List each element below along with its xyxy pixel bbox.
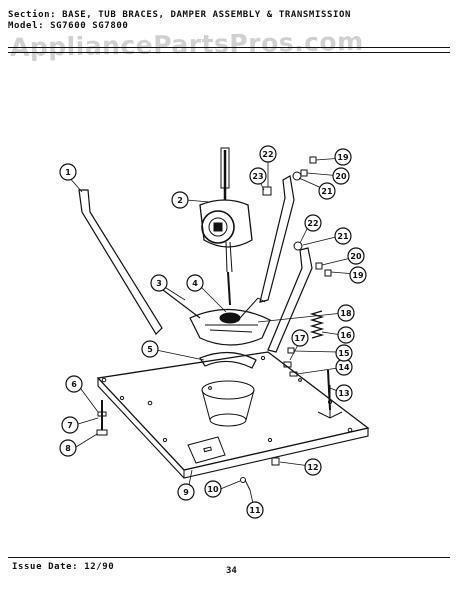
callout-17: 17 [291,329,309,347]
callout-8: 8 [59,439,77,457]
callout-9: 9 [177,483,195,501]
callout-10: 10 [204,480,222,498]
callout-23: 23 [249,167,267,185]
svg-text:22: 22 [262,150,273,159]
callout-22: 22 [259,145,277,163]
callout-21-lower: 21 [334,227,352,245]
callout-21: 21 [318,182,336,200]
callout-18: 18 [337,304,355,322]
callout-19: 19 [334,148,352,166]
callout-19-lower: 19 [349,266,367,284]
svg-text:23: 23 [252,172,263,181]
svg-text:8: 8 [65,444,71,453]
callout-7: 7 [61,416,79,434]
svg-text:16: 16 [340,331,352,340]
callout-20: 20 [332,167,350,185]
svg-text:20: 20 [350,252,362,261]
callout-13: 13 [335,384,353,402]
callout-4: 4 [186,274,204,292]
callout-14: 14 [335,358,353,376]
issue-date: Issue Date: 12/90 [12,562,115,572]
svg-text:22: 22 [307,219,318,228]
svg-text:13: 13 [338,389,349,398]
callout-16: 16 [337,326,355,344]
callout-3: 3 [150,274,168,292]
svg-text:3: 3 [156,279,162,288]
svg-text:7: 7 [67,421,73,430]
svg-text:21: 21 [321,187,333,196]
svg-text:6: 6 [71,380,77,389]
model-line: Model: SG7600 SG7800 [8,21,129,31]
header-rule [8,47,450,48]
header-rule-thin [8,52,450,53]
svg-text:4: 4 [192,279,198,288]
svg-text:12: 12 [307,463,318,472]
section-header: Section: BASE, TUB BRACES, DAMPER ASSEMB… [8,10,453,32]
callout-22-lower: 22 [304,214,322,232]
callout-1: 1 [59,163,77,181]
svg-text:15: 15 [338,349,350,358]
callout-12: 12 [304,458,322,476]
svg-text:19: 19 [337,153,349,162]
svg-text:21: 21 [337,232,349,241]
svg-text:19: 19 [352,271,364,280]
svg-text:5: 5 [147,345,153,354]
callout-15: 15 [335,344,353,362]
callout-5: 5 [141,340,159,358]
svg-text:14: 14 [338,363,350,372]
page-number: 34 [226,566,237,576]
svg-text:1: 1 [65,168,71,177]
callout-2: 2 [171,191,189,209]
footer-rule [8,557,450,558]
svg-text:2: 2 [177,196,183,205]
svg-text:20: 20 [335,172,347,181]
svg-text:10: 10 [207,485,219,494]
callout-11: 11 [246,501,264,519]
callout-6: 6 [65,375,83,393]
section-title: Section: BASE, TUB BRACES, DAMPER ASSEMB… [8,10,352,20]
svg-text:9: 9 [183,488,189,497]
callout-20-lower: 20 [347,247,365,265]
svg-text:17: 17 [294,334,305,343]
svg-text:11: 11 [249,506,261,515]
svg-text:18: 18 [340,309,352,318]
